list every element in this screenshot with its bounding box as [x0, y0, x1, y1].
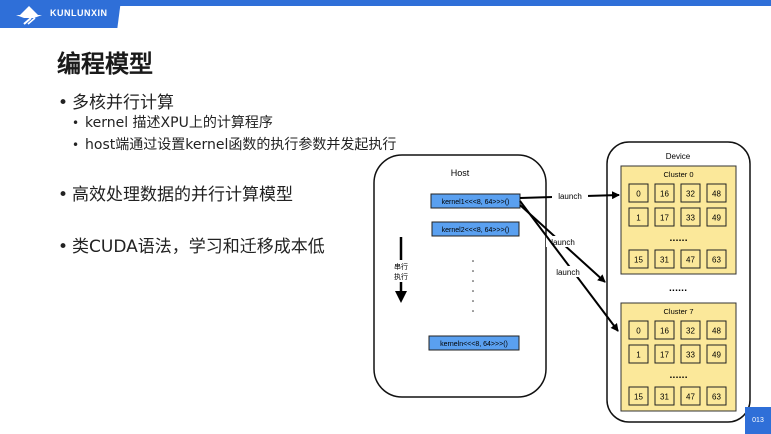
- core-id: 31: [660, 393, 669, 402]
- serial-label-bg: [391, 260, 411, 282]
- core-cell: [628, 249, 649, 269]
- core-cell: [628, 344, 649, 364]
- core-cell: [706, 386, 727, 406]
- core-id: 0: [636, 190, 641, 199]
- core-id: 47: [686, 393, 695, 402]
- core-cell: [628, 183, 649, 203]
- core-cell: [654, 344, 675, 364]
- header-band: [0, 0, 771, 6]
- core-cell: [654, 320, 675, 340]
- core-id: 49: [712, 214, 721, 223]
- brand-tab: [0, 0, 121, 28]
- core-id: 32: [686, 190, 695, 199]
- core-id: 63: [712, 393, 721, 402]
- launch-label-bg: [551, 266, 585, 277]
- core-id: 48: [712, 190, 721, 199]
- cluster-label: Cluster 7: [663, 307, 693, 316]
- kernel-n-label: kerneln<<<8, 64>>>(): [440, 341, 508, 348]
- kernel-2: kernel2<<<8, 64>>>(): [431, 221, 520, 237]
- page-number: 013: [745, 407, 771, 434]
- core-id: 17: [660, 214, 669, 223]
- vertical-dots: [472, 260, 474, 312]
- device-label: Device: [666, 152, 691, 161]
- core-cell: [706, 344, 727, 364]
- cluster-ellipsis: ......: [669, 371, 687, 380]
- launch-label-bg: [552, 190, 588, 201]
- launch-label-1: launch: [558, 192, 582, 201]
- bullet-dot: •: [58, 237, 69, 257]
- launch-label-2: launch: [551, 238, 575, 247]
- cluster-ellipsis: ......: [669, 234, 687, 243]
- core-cell: [680, 386, 701, 406]
- bullet-dot: •: [58, 93, 69, 113]
- core-id: 15: [634, 256, 643, 265]
- core-cell: [654, 207, 675, 227]
- bullet-dot: •: [58, 185, 69, 205]
- serial-arrow-head-icon: [395, 291, 407, 303]
- core-cell: [680, 344, 701, 364]
- launch-label-3: launch: [556, 268, 580, 277]
- core-id: 16: [660, 327, 669, 336]
- core-cell: [706, 249, 727, 269]
- bullet-2-text: 高效处理数据的并行计算模型: [72, 185, 293, 205]
- core-id: 33: [686, 214, 695, 223]
- kernel-1-label: kernel1<<<8, 64>>>(): [442, 199, 510, 206]
- serial-label-1: 串行: [394, 262, 408, 271]
- mountain-logo-icon: [16, 6, 42, 25]
- core-cell: [680, 207, 701, 227]
- launch-label-bg: [546, 236, 580, 247]
- core-id: 48: [712, 327, 721, 336]
- cluster-label: Cluster 0: [663, 170, 693, 179]
- core-cell: [654, 183, 675, 203]
- host-label: Host: [451, 168, 470, 178]
- bullet-2: •高效处理数据的并行计算模型: [58, 180, 293, 205]
- core-id: 32: [686, 327, 695, 336]
- core-cell: [628, 386, 649, 406]
- core-cell: [706, 320, 727, 340]
- core-id: 49: [712, 351, 721, 360]
- bullet-dot: •: [72, 138, 80, 152]
- core-id: 17: [660, 351, 669, 360]
- core-cell: [706, 207, 727, 227]
- core-id: 0: [636, 327, 641, 336]
- sub-bullet-1-text: kernel 描述XPU上的计算程序: [85, 115, 273, 131]
- bullet-1-text: 多核并行计算: [72, 93, 174, 113]
- core-id: 1: [636, 351, 641, 360]
- core-id: 16: [660, 190, 669, 199]
- bullet-3-text: 类CUDA语法，学习和迁移成本低: [72, 237, 325, 257]
- core-id: 63: [712, 256, 721, 265]
- serial-label-2: 执行: [394, 272, 408, 281]
- device-ellipsis: ......: [669, 284, 687, 293]
- core-id: 15: [634, 393, 643, 402]
- cluster-1: Cluster 7 0 16 32 48 1 17 33 49 15 31 47 63......: [620, 302, 737, 412]
- core-id: 33: [686, 351, 695, 360]
- cluster-0: Cluster 0 0 16 32 48 1 17 33 49 15 31 47 63......: [620, 165, 737, 275]
- sub-bullet-1: • kernel 描述XPU上的计算程序: [72, 112, 273, 132]
- core-id: 31: [660, 256, 669, 265]
- core-cell: [654, 249, 675, 269]
- core-cell: [654, 386, 675, 406]
- kernel-2-label: kernel2<<<8, 64>>>(): [442, 227, 510, 234]
- bullet-dot: •: [72, 116, 80, 130]
- core-cell: [628, 207, 649, 227]
- bullet-3: •类CUDA语法，学习和迁移成本低: [58, 232, 325, 257]
- core-id: 47: [686, 256, 695, 265]
- brand-name: KUNLUNXIN: [50, 8, 108, 18]
- slide-title: 编程模型: [57, 50, 153, 78]
- core-cell: [680, 183, 701, 203]
- core-cell: [628, 320, 649, 340]
- sub-bullet-2: • host端通过设置kernel函数的执行参数并发起执行: [72, 134, 396, 154]
- bullet-1: •多核并行计算: [58, 88, 174, 113]
- kernel-n: kerneln<<<8, 64>>>(): [428, 335, 520, 351]
- core-cell: [680, 320, 701, 340]
- core-cell: [706, 183, 727, 203]
- kernel-1: kernel1<<<8, 64>>>(): [430, 193, 521, 209]
- sub-bullet-2-text: host端通过设置kernel函数的执行参数并发起执行: [85, 137, 397, 153]
- core-cell: [680, 249, 701, 269]
- core-id: 1: [636, 214, 641, 223]
